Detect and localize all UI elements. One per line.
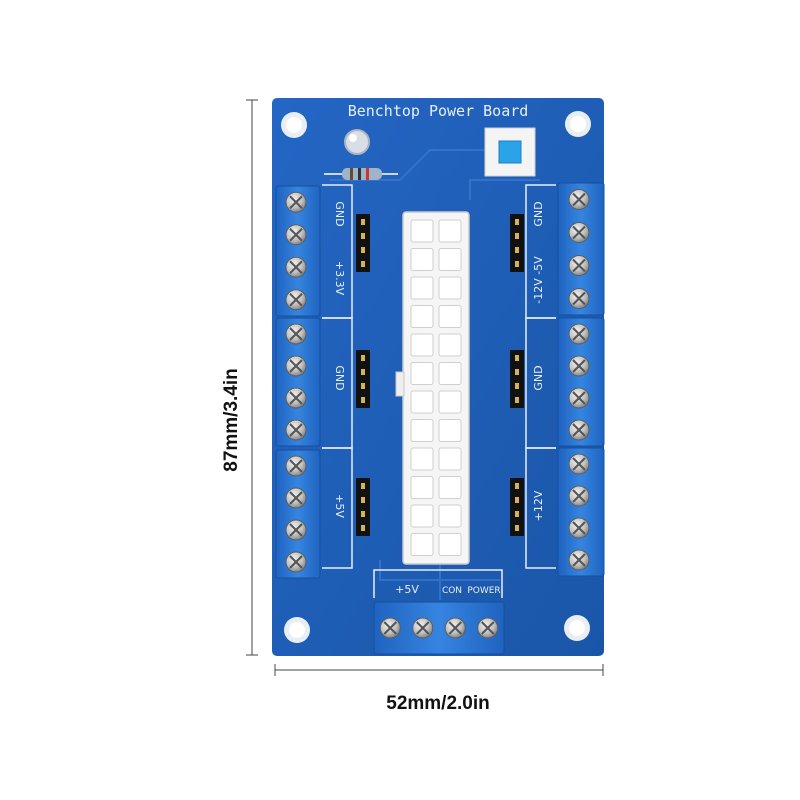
- atx-pin: [410, 419, 434, 442]
- label-left-gnd-1: GND: [333, 201, 346, 226]
- label-bottom-5v: +5V: [395, 583, 419, 596]
- atx-pin: [438, 504, 462, 528]
- label-bottom-power: POWER: [467, 586, 500, 596]
- atx-pin: [410, 219, 434, 243]
- atx-pin: [410, 305, 434, 328]
- atx-pin: [410, 533, 434, 556]
- atx-pin: [438, 476, 462, 499]
- atx-pin: [438, 219, 462, 243]
- atx-pin: [438, 248, 462, 271]
- silkscreen-lines: [322, 184, 556, 598]
- atx-24pin-connector: [395, 211, 470, 565]
- mounting-holes: [281, 111, 591, 643]
- width-dimension: 52mm/2.0in: [386, 693, 490, 714]
- pin-header: [510, 214, 524, 272]
- label-bottom-con: CON: [442, 586, 462, 596]
- screw-terminal: [275, 449, 321, 579]
- label-right-12v: +12V: [532, 490, 545, 521]
- atx-pin: [410, 504, 434, 528]
- atx-pin: [438, 419, 462, 442]
- screw-terminal: [275, 185, 321, 317]
- atx-pin: [410, 333, 434, 357]
- screw-terminal: [557, 182, 605, 316]
- atx-pin: [410, 476, 434, 499]
- resistor: [324, 168, 398, 180]
- atx-pin: [438, 390, 462, 414]
- pin-header: [510, 350, 524, 408]
- height-dimension-line: [246, 99, 258, 656]
- width-dimension-line: [274, 664, 604, 676]
- pin-header: [356, 214, 370, 272]
- screw-terminal-blocks: [275, 182, 605, 655]
- atx-pin: [438, 333, 462, 357]
- atx-pin: [410, 248, 434, 271]
- pin-header: [510, 478, 524, 536]
- pin-headers: [356, 214, 524, 536]
- label-left-gnd-2: GND: [333, 365, 346, 390]
- pin-header: [356, 350, 370, 408]
- atx-pin: [438, 447, 462, 471]
- label-right-neg12-neg5: -12V -5V: [532, 256, 545, 304]
- label-left-3v3: +3.3V: [333, 261, 346, 296]
- atx-pin: [410, 390, 434, 414]
- pin-header: [356, 478, 370, 536]
- atx-pin: [438, 305, 462, 328]
- screw-terminal: [557, 447, 605, 577]
- atx-pin: [438, 533, 462, 556]
- atx-pin: [438, 276, 462, 300]
- screw-terminal: [373, 601, 505, 655]
- atx-pin: [410, 362, 434, 385]
- board-title: Benchtop Power Board: [348, 102, 529, 120]
- atx-pin: [438, 362, 462, 385]
- atx-pin: [410, 447, 434, 471]
- power-button[interactable]: [484, 127, 536, 177]
- screw-terminal: [557, 317, 605, 447]
- screw-terminal: [275, 317, 321, 447]
- label-right-gnd-2: GND: [532, 365, 545, 390]
- label-left-5v: +5V: [333, 494, 346, 518]
- height-dimension: 87mm/3.4in: [221, 368, 242, 472]
- led: [344, 129, 370, 155]
- atx-pin: [410, 276, 434, 300]
- label-right-gnd-1: GND: [532, 201, 545, 226]
